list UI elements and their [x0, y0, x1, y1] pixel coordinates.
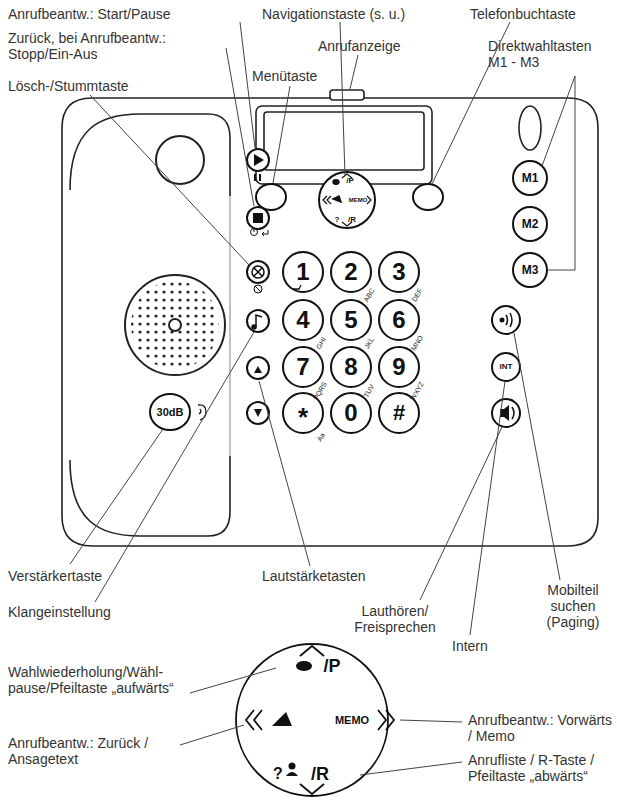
- callout-text: Lösch-/Stummtaste: [8, 78, 129, 94]
- handset-rest: [70, 456, 230, 536]
- key-digit: 3: [392, 260, 405, 284]
- key-label: 30dB: [157, 407, 184, 418]
- navigation-detail: [236, 644, 388, 796]
- key-letters: ABC: [362, 287, 375, 303]
- callout-text: Anrufbeantw.: Zurück / Ansagetext: [8, 735, 178, 767]
- handset-rest: [229, 196, 231, 456]
- int-button: [492, 353, 520, 381]
- key-label: /R: [311, 765, 329, 783]
- key-label: INT: [500, 363, 513, 371]
- callout-text: Direktwahltasten M1 - M3: [488, 38, 608, 70]
- phonebook-button: [413, 184, 443, 210]
- key-label: M2: [522, 218, 539, 230]
- key-label: ?: [335, 216, 340, 224]
- key-digit: 4: [296, 308, 309, 332]
- hook-button: [156, 136, 204, 184]
- callout-text: Anrufanzeige: [318, 38, 401, 54]
- callout-text: Zurück, bei Anrufbeantw.: Stopp/Ein-Aus: [8, 30, 208, 62]
- callout-text: Intern: [452, 638, 488, 654]
- key-letters: GHI: [315, 336, 327, 350]
- speaker-grille: [125, 275, 225, 375]
- key-digit: 5: [344, 308, 357, 332]
- volume-up-button: [247, 357, 269, 379]
- m3-button: [513, 253, 547, 287]
- speaker-button: [492, 399, 520, 427]
- callout-text: Navigationstaste (s. u.): [262, 6, 405, 22]
- handset-rest: [70, 114, 230, 196]
- key-digit: 1: [296, 260, 309, 284]
- callout-text: Menütaste: [252, 68, 317, 84]
- key-letters: DEF: [410, 287, 423, 303]
- callout-text: Wahlwiederholung/Wähl- pause/Pfeiltaste …: [8, 664, 203, 696]
- navigation-button: [319, 172, 375, 228]
- callout-text: Anrufbeantw.: Vorwärts / Memo: [468, 712, 613, 744]
- key-label: ?: [273, 766, 283, 782]
- housing-outline: [62, 98, 598, 546]
- play-button: [247, 149, 269, 171]
- key-digit: 6: [392, 308, 405, 332]
- key-label: /P: [346, 177, 354, 185]
- callout-text: Mobilteil suchen (Paging): [533, 582, 613, 630]
- paging-button: [492, 306, 520, 334]
- key-letters: JKL: [363, 336, 375, 350]
- key-label: M1: [522, 172, 539, 184]
- key-digit: #: [393, 402, 405, 424]
- key-label: M3: [522, 264, 539, 276]
- callout-text: Anrufbeantw.: Start/Pause: [8, 6, 171, 22]
- key-digit: 9: [392, 355, 405, 379]
- call-indicator: [330, 90, 364, 100]
- callout-text: Lautstärketasten: [262, 568, 366, 584]
- key-digit: *: [298, 404, 308, 430]
- callout-text: Verstärkertaste: [8, 568, 102, 584]
- key-label: MEMO: [349, 197, 368, 203]
- amplifier-button: [150, 394, 190, 430]
- callout-text: Telefonbuchtaste: [470, 6, 576, 22]
- m1-button: [513, 161, 547, 195]
- mute-button: [247, 261, 269, 283]
- key-digit: 0: [344, 401, 357, 425]
- key-digit: 2: [344, 260, 357, 284]
- menu-button: [256, 184, 286, 210]
- key-letters: Aa: [316, 432, 326, 443]
- m2-button: [513, 207, 547, 241]
- key-digit: 7: [296, 355, 309, 379]
- handset-clip: [519, 106, 541, 150]
- key-digit: 8: [344, 355, 357, 379]
- callout-text: Lauthören/ Freisprechen: [340, 603, 450, 635]
- key-letters: MNO: [410, 334, 424, 352]
- key-label: MEMO: [335, 715, 369, 726]
- stop-button: [247, 207, 269, 229]
- key-letters: TUV: [362, 383, 375, 399]
- key-label: /P: [323, 657, 340, 675]
- callout-text: Anrufliste / R-Taste / Pfeiltaste „abwär…: [468, 752, 613, 784]
- callout-text: Klangeinstellung: [8, 604, 111, 620]
- key-label: /R: [348, 216, 356, 224]
- tone-button: [247, 310, 269, 332]
- leader-lines: [70, 22, 575, 775]
